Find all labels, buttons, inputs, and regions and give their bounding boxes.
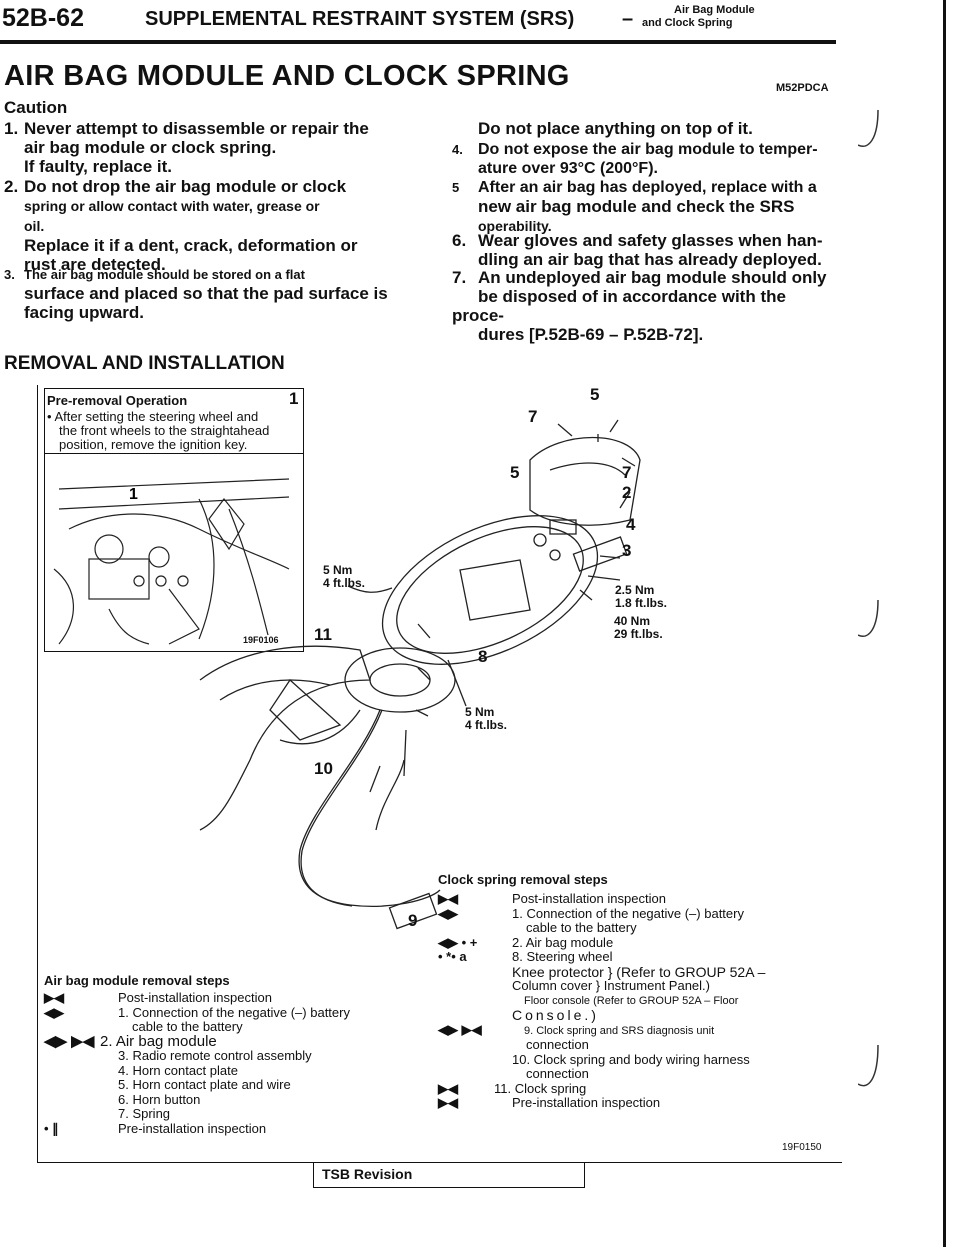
tsb-revision-box: TSB Revision [313,1163,585,1188]
frame-left [37,385,38,1163]
list-item: • ∥Pre-installation inspection [44,1120,267,1136]
section-title: SUPPLEMENTAL RESTRAINT SYSTEM (SRS) [145,8,575,30]
figure-code: 19F0150 [782,1142,822,1153]
section-code: M52PDCA [776,82,829,94]
caution-item-1: 1.Never attempt to disassemble or repair… [4,119,369,176]
callout-6: 5 [590,385,599,404]
margin-marks [858,109,879,637]
caution-item-2: 2.Do not drop the air bag module or cloc… [4,177,358,274]
list-item: Floor console (Refer to GROUP 52A – Floo… [524,994,739,1007]
margin-mark-bottom [858,1044,879,1087]
list-item: cable to the battery [526,920,637,935]
header-dash: – [622,8,634,30]
pre-removal-num: 1 [289,389,299,408]
airbag-steps-heading: Air bag module removal steps [44,973,230,988]
airbag-steps-list: ▶◀Post-installation inspection ◀▶1. Conn… [44,990,424,1136]
page-title: AIR BAG MODULE AND CLOCK SPRING [4,60,570,92]
pre-removal-line-3: position, remove the ignition key. [59,437,248,452]
list-item: ◀▶1. Connection of the negative (–) batt… [44,1004,350,1020]
wiring-harness [298,709,441,907]
callout-7a: 7 [528,407,537,426]
list-item: ▶◀Post-installation inspection [438,891,666,906]
tsb-revision-label: TSB Revision [322,1166,413,1182]
list-item: 3. Radio remote control assembly [118,1048,312,1063]
callout-10: 10 [314,759,333,778]
list-item: 10. Clock spring and body wiring harness [512,1051,750,1067]
caution-item-7: 7.An undeployed air bag module should on… [452,268,827,344]
clock-steps-heading: Clock spring removal steps [438,872,608,887]
callout-7b: 7 [622,463,631,482]
list-item: ◀▶ ▶◀9. Clock spring and SRS diagnosis u… [438,1021,715,1037]
list-item: ▶◀Pre-installation inspection [438,1095,661,1110]
caution-item-4: 4.Do not expose the air bag module to te… [452,141,818,177]
header-rule [0,40,836,44]
callout-9: 9 [408,911,417,930]
instrument-panel-outline [199,645,371,831]
caution-heading: Caution [4,98,68,117]
header-sub-2: and Clock Spring [642,17,733,29]
exploded-diagram: 5 7 5 7 2 4 3 8 9 10 11 [199,385,641,930]
photo-callout-1: 1 [129,486,138,503]
callout-2: 2 [622,483,631,502]
list-item: cable to the battery [132,1019,243,1034]
list-item: connection [526,1037,589,1052]
caution-item-no-place: Do not place anything on top of it. [478,119,753,138]
photo-code: 19F0106 [241,635,281,645]
page-number: 52B-62 [2,4,84,32]
frame-bottom [37,1162,842,1163]
list-item: 4. Horn contact plate [118,1062,238,1078]
pre-removal-box: Pre-removal Operation 1 • After setting … [44,388,304,652]
steering-wheel-shape [381,515,599,665]
steering-column-photo: 1 [53,478,290,645]
list-item: Console.) [512,1007,599,1023]
list-item: connection [526,1066,589,1081]
callout-4: 4 [626,515,636,534]
caution-item-6: 6.Wear gloves and safety glasses when ha… [452,231,823,269]
pre-removal-line-2: the front wheels to the straightahead [59,423,270,438]
list-item: Column cover } Instrument Panel.) [512,978,710,993]
list-item: 5. Horn contact plate and wire [118,1077,291,1092]
pre-removal-line-1: • After setting the steering wheel and [47,409,259,424]
list-item: ▶◀11. Clock spring [438,1080,587,1096]
frame-right-edge [943,0,946,1247]
callout-3: 3 [622,541,631,560]
clock-steps-list: ▶◀Post-installation inspection ◀▶1. Conn… [438,891,838,1111]
header-sub-1: Air Bag Module [674,4,755,16]
removal-heading: REMOVAL AND INSTALLATION [4,353,285,374]
caution-item-3: 3.The air bag module should be stored on… [4,267,388,322]
srs-unit-shape [388,892,438,930]
list-item: ◀▶ ▶◀2. Air bag module [44,1032,217,1050]
callout-5: 5 [510,463,519,482]
list-item: 6. Horn button [118,1091,201,1107]
list-item: Knee protector } (Refer to GROUP 52A – [512,963,766,980]
callout-11: 11 [314,625,332,644]
list-item: ◀▶1. Connection of the negative (–) batt… [438,905,744,921]
clock-spring-shape [344,647,456,713]
list-item: ▶◀Post-installation inspection [44,990,272,1005]
list-item: ◀▶ • +2. Air bag module [438,934,614,950]
list-item: 7. Spring [118,1106,171,1121]
pre-removal-title: Pre-removal Operation [47,393,188,408]
callout-8: 8 [478,647,487,666]
